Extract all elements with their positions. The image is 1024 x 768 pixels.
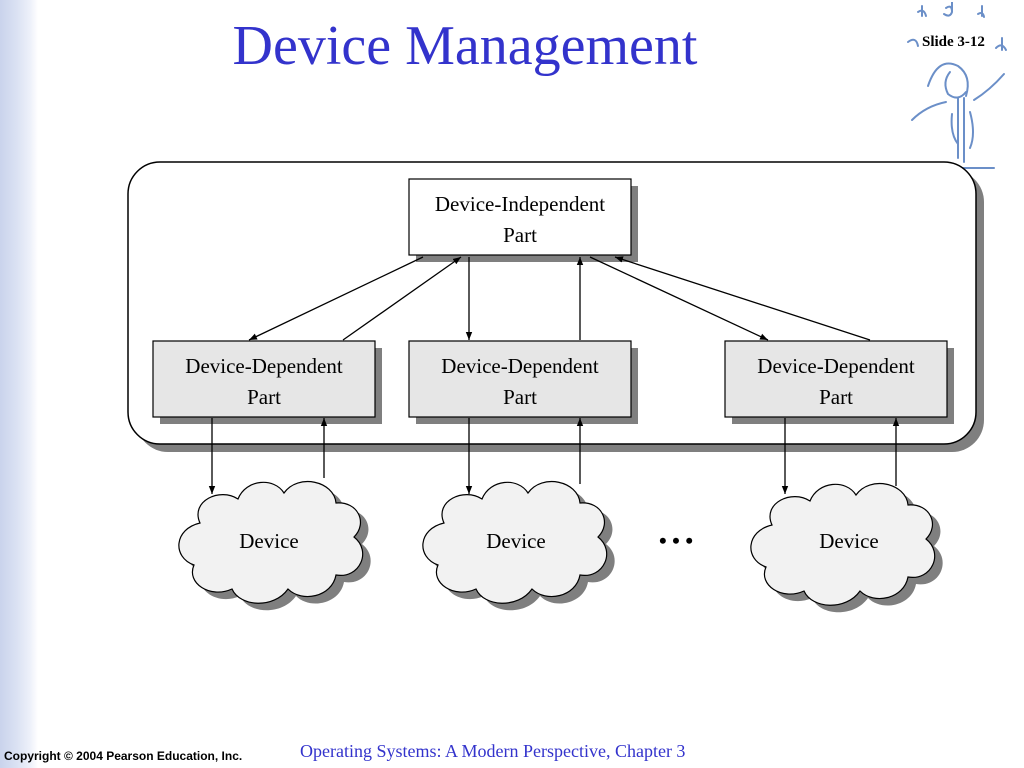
dependent-device-arrows [208,418,900,494]
device-cloud-1: Device [178,480,371,611]
dependent-3-label-line1: Device-Dependent [757,354,915,378]
side-gradient-bar [0,0,38,768]
dependent-1-label-line1: Device-Dependent [185,354,343,378]
device-cloud-2: Device [422,480,615,611]
slide-number: Slide 3-12 [922,34,985,50]
copyright-notice: Copyright © 2004 Pearson Education, Inc. [4,749,243,763]
device-1-label: Device [239,529,298,553]
musician-logo-icon [907,2,1007,169]
course-footer: Operating Systems: A Modern Perspective,… [300,741,686,761]
device-2-label: Device [486,529,545,553]
dependent-2-label-line2: Part [503,385,537,409]
dependent-2-label-line1: Device-Dependent [441,354,599,378]
independent-dependent-arrows [248,256,871,341]
device-dependent-part-box-3: Device-Dependent Part [724,340,954,424]
dependent-1-label-line2: Part [247,385,281,409]
device-independent-part-box: Device-Independent Part [408,178,638,262]
device-dependent-part-box-2: Device-Dependent Part [408,340,638,424]
independent-label-line2: Part [503,223,537,247]
device-cloud-3: Device [750,482,943,613]
dependent-3-label-line2: Part [819,385,853,409]
more-devices-ellipsis: • • • [659,528,693,553]
device-3-label: Device [819,529,878,553]
slide-title: Device Management [232,15,698,77]
independent-label-line1: Device-Independent [435,192,605,216]
device-dependent-part-box-1: Device-Dependent Part [152,340,382,424]
